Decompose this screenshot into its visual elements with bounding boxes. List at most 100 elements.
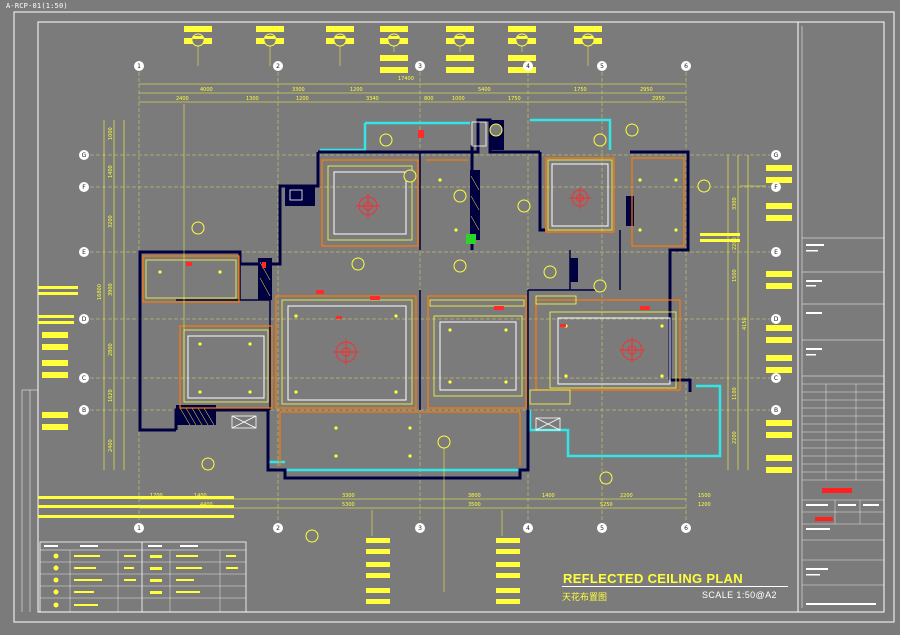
dim-top2-8: 2950 <box>652 96 665 102</box>
dim-top2-7: 1750 <box>508 96 521 102</box>
interior-walls <box>176 152 621 410</box>
dim-top-2: 3300 <box>292 87 305 93</box>
red-markers <box>186 130 650 327</box>
dim-top2-2: 1300 <box>246 96 259 102</box>
dim-left-2: 1400 <box>108 165 114 178</box>
green-marker <box>466 234 476 244</box>
dimension-lines-bottom <box>139 498 686 509</box>
dim-bottom2-5: 1200 <box>698 502 711 508</box>
dim-bottom2-4: 5250 <box>600 502 613 508</box>
grid-bubble-bottom-2: 2 <box>276 525 280 532</box>
left-callout-labels <box>42 332 68 430</box>
grid-bubble-left-C: C <box>82 375 86 382</box>
dim-top2-3: 1200 <box>296 96 309 102</box>
dimension-lines-top <box>139 83 686 103</box>
ceiling-panels <box>187 163 671 401</box>
dimension-labels: 17400 4000 3300 1200 5400 1750 2950 2400… <box>150 76 711 508</box>
grid-bubble-bottom-1: 1 <box>137 525 141 532</box>
dim-total-top: 17400 <box>398 76 414 82</box>
left-notes-labels <box>38 286 234 518</box>
plan-scale: SCALE 1:50@A2 <box>702 590 777 600</box>
grid-bubble-top-3: 3 <box>418 63 422 70</box>
section-callouts <box>191 33 711 543</box>
dimension-lines-left <box>103 120 125 470</box>
grid-bubble-right-D: D <box>774 316 779 323</box>
ceiling-outlines <box>142 157 685 466</box>
dim-left-1: 1000 <box>108 127 114 140</box>
dim-bottom-5: 1400 <box>542 493 555 499</box>
grid-bubble-right-G: G <box>774 152 779 159</box>
dimension-lines-right <box>727 155 749 470</box>
grid-bubble-bottom-6: 6 <box>684 525 688 532</box>
grid-bubble-left-D: D <box>82 316 87 323</box>
dim-top-4: 5400 <box>478 87 491 93</box>
grid-bubble-left-B: B <box>82 407 86 414</box>
dim-bottom2-1: 4400 <box>200 502 213 508</box>
grid-bubble-right-E: E <box>774 249 778 256</box>
dim-top2-6: 1000 <box>452 96 465 102</box>
dim-top-3: 1200 <box>350 87 363 93</box>
dim-bottom-6: 2200 <box>620 493 633 499</box>
dim-left-3: 3200 <box>108 215 114 228</box>
dim-top-1: 4000 <box>200 87 213 93</box>
dim-top-5: 1750 <box>574 87 587 93</box>
dim-top2-1: 2400 <box>176 96 189 102</box>
dim-right-3: 1500 <box>732 269 738 282</box>
dim-left-6: 1620 <box>108 389 114 402</box>
left-margin-notes <box>21 389 38 612</box>
plan-subtitle: 天花布置图 <box>562 593 608 603</box>
structural-grid-lines <box>84 72 770 520</box>
dim-bottom-1: 1700 <box>150 493 163 499</box>
grid-bubble-top-2: 2 <box>276 63 280 70</box>
top-callout-labels <box>184 26 602 73</box>
grid-bubble-top-6: 6 <box>684 63 688 70</box>
dim-right-6: 2200 <box>732 431 738 444</box>
dim-left-4: 3900 <box>108 283 114 296</box>
grid-bubble-right-F: F <box>774 184 778 191</box>
dim-right-1: 3300 <box>732 197 738 210</box>
dim-right-2: 2200 <box>732 237 738 250</box>
grid-bubble-right-B: B <box>774 407 778 414</box>
drawing-tab-label[interactable]: A-RCP-01(1:50) <box>6 2 68 10</box>
dim-bottom2-2: 5300 <box>342 502 355 508</box>
grid-bubble-left-G: G <box>82 152 87 159</box>
grid-bubble-left-F: F <box>82 184 86 191</box>
callout-leader-lines <box>183 46 766 592</box>
bottom-callout-labels <box>366 538 520 604</box>
dim-total-left: 16800 <box>97 284 103 300</box>
grid-bubble-bottom-3: 3 <box>418 525 422 532</box>
chandelier-symbols <box>333 187 645 365</box>
dim-bottom2-3: 3500 <box>468 502 481 508</box>
grid-bubble-right-C: C <box>774 375 778 382</box>
grid-bubble-left-E: E <box>82 249 86 256</box>
grid-bubble-top-4: 4 <box>526 63 530 70</box>
sheet-inner-frame <box>37 21 885 613</box>
dim-left-7: 2400 <box>108 439 114 452</box>
right-callout-labels <box>700 165 792 473</box>
ceiling-trims <box>145 159 677 405</box>
window-symbols <box>231 121 561 431</box>
dim-bottom-7: 1500 <box>698 493 711 499</box>
dimension-labels-vertical: 16800 1000 1400 3200 3900 2800 1620 2400… <box>97 127 748 452</box>
grid-bubble-bottom-4: 4 <box>526 525 530 532</box>
dim-right-5: 1100 <box>732 387 738 400</box>
dim-top-6: 2950 <box>640 87 653 93</box>
grid-bubble-top-5: 5 <box>600 63 604 70</box>
dim-bottom-3: 3300 <box>342 493 355 499</box>
dim-left-5: 2800 <box>108 343 114 356</box>
legend-table <box>39 541 247 613</box>
grid-bubbles <box>79 61 781 533</box>
grid-bubble-bottom-5: 5 <box>600 525 604 532</box>
downlight-symbols <box>158 178 678 458</box>
title-block <box>797 21 885 613</box>
plan-title-underline <box>562 586 788 587</box>
plan-title: REFLECTED CEILING PLAN <box>563 571 743 586</box>
sheet-outer-frame <box>13 11 895 623</box>
dim-bottom-2: 1400 <box>194 493 207 499</box>
dim-bottom-4: 3800 <box>468 493 481 499</box>
dim-top2-5: 800 <box>424 96 434 102</box>
grid-bubble-top-1: 1 <box>137 63 141 70</box>
dim-right-4: 4150 <box>742 317 748 330</box>
dim-top2-4: 3340 <box>366 96 379 102</box>
